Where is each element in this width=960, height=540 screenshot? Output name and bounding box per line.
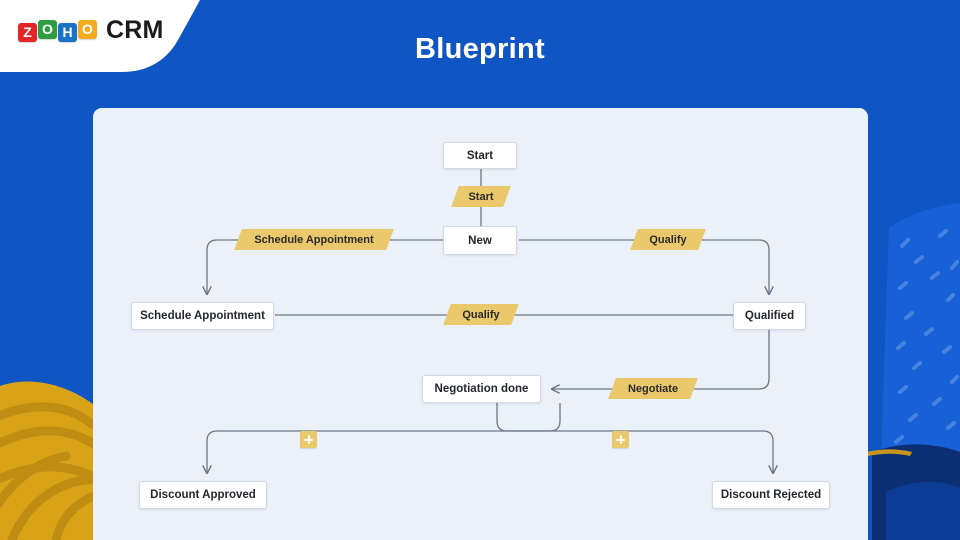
blueprint-canvas: Start New Schedule Appointment Qualified…	[93, 108, 868, 540]
node-negotiation-done[interactable]: Negotiation done	[422, 375, 541, 403]
node-discount-rejected[interactable]: Discount Rejected	[712, 481, 830, 509]
brand-logo[interactable]: Z O H O CRM	[18, 16, 164, 45]
transition-schedule-appointment[interactable]: Schedule Appointment	[234, 229, 394, 250]
node-start[interactable]: Start	[443, 142, 517, 169]
transition-label: Qualify	[649, 233, 687, 246]
logo-panel-shape	[0, 0, 200, 72]
blueprint-flow: Start New Schedule Appointment Qualified…	[93, 108, 868, 540]
zoho-logo-icon: Z O H O	[18, 19, 97, 42]
add-transition-button-left[interactable]	[300, 431, 317, 448]
node-schedule-appointment[interactable]: Schedule Appointment	[131, 302, 274, 330]
node-discount-approved[interactable]: Discount Approved	[139, 481, 267, 509]
page-title: Blueprint	[415, 33, 545, 65]
transition-qualify-mid[interactable]: Qualify	[443, 304, 519, 325]
add-transition-button-right[interactable]	[612, 431, 629, 448]
logo-tile-h: H	[58, 22, 77, 42]
transition-label: Schedule Appointment	[254, 233, 374, 246]
node-new[interactable]: New	[443, 226, 517, 255]
transition-negotiate[interactable]: Negotiate	[608, 378, 698, 399]
transition-qualify-top[interactable]: Qualify	[630, 229, 706, 250]
logo-tile-z: Z	[18, 22, 37, 42]
gold-sliver	[866, 449, 912, 456]
navy-accent-shape	[886, 481, 960, 540]
transition-label: Qualify	[462, 308, 500, 321]
logo-panel: Z O H O CRM	[0, 0, 260, 72]
transition-start[interactable]: Start	[451, 186, 511, 207]
transition-label: Start	[468, 190, 494, 203]
logo-tile-o2: O	[78, 19, 97, 39]
node-qualified[interactable]: Qualified	[733, 302, 806, 330]
logo-tile-o1: O	[38, 19, 57, 39]
product-name: CRM	[106, 16, 164, 44]
transition-label: Negotiate	[627, 382, 679, 395]
